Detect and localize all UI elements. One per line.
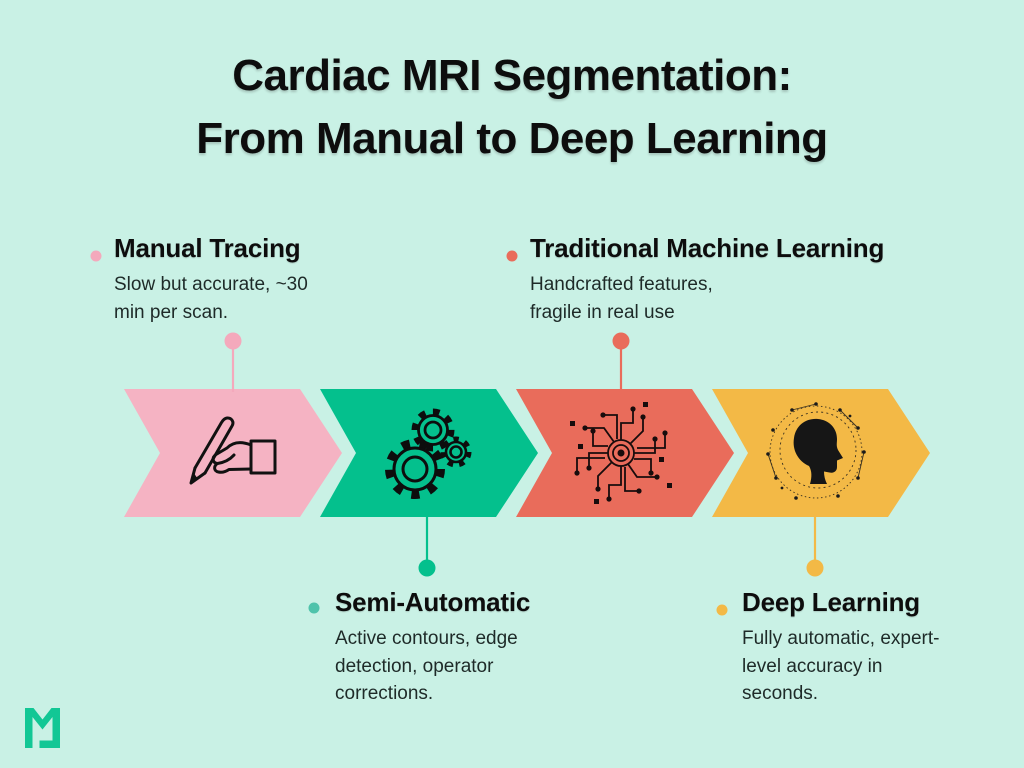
stage-description-line: min per scan. bbox=[114, 301, 229, 323]
connector-traditional-ml bbox=[612, 332, 630, 392]
stage-description-line: seconds. bbox=[742, 683, 819, 704]
bullet-manual-tracing bbox=[90, 250, 102, 262]
m-monogram-logo bbox=[25, 708, 60, 748]
stage-description-line: level accuracy in bbox=[742, 655, 883, 677]
stage-heading: Manual Tracing bbox=[114, 233, 301, 263]
stage-heading: Traditional Machine Learning bbox=[530, 233, 885, 263]
stage-description-line: Fully automatic, expert- bbox=[742, 628, 940, 649]
label-manual-tracing: Manual Tracing Slow but accurate, ~30 mi… bbox=[114, 234, 394, 326]
connector-manual-tracing bbox=[224, 332, 242, 392]
connector-semi-automatic bbox=[418, 514, 436, 577]
writing-hand-icon bbox=[189, 416, 277, 485]
bullet-semi-automatic bbox=[308, 602, 320, 614]
stage-heading: Deep Learning bbox=[742, 587, 920, 617]
bullet-traditional-ml bbox=[506, 250, 518, 262]
stage-description-line: Handcrafted features, bbox=[530, 274, 713, 295]
stage-description-line: Slow but accurate, ~30 bbox=[114, 274, 308, 295]
stage-description-line: corrections. bbox=[335, 683, 434, 704]
label-traditional-ml: Traditional Machine Learning Handcrafted… bbox=[530, 234, 990, 326]
page-title-line-2: From Manual to Deep Learning bbox=[196, 114, 828, 163]
stage-heading: Semi-Automatic bbox=[335, 587, 531, 617]
circuit-board-icon bbox=[570, 402, 672, 504]
ai-head-icon bbox=[766, 402, 866, 500]
page-title: Cardiac MRI Segmentation: From Manual to… bbox=[0, 44, 1024, 170]
stage-description-line: fragile in real use bbox=[530, 301, 675, 323]
page-title-line-1: Cardiac MRI Segmentation: bbox=[232, 51, 792, 100]
label-semi-automatic: Semi-Automatic Active contours, edge det… bbox=[335, 588, 615, 708]
bullet-deep-learning bbox=[716, 604, 728, 616]
stage-description-line: detection, operator bbox=[335, 655, 494, 677]
chevron-manual-tracing bbox=[124, 389, 342, 517]
chevron-traditional-ml bbox=[516, 389, 734, 517]
label-deep-learning: Deep Learning Fully automatic, expert- l… bbox=[742, 588, 1012, 708]
connector-deep-learning bbox=[806, 514, 824, 577]
gears-icon bbox=[385, 408, 472, 499]
stage-description-line: Active contours, edge bbox=[335, 628, 518, 649]
